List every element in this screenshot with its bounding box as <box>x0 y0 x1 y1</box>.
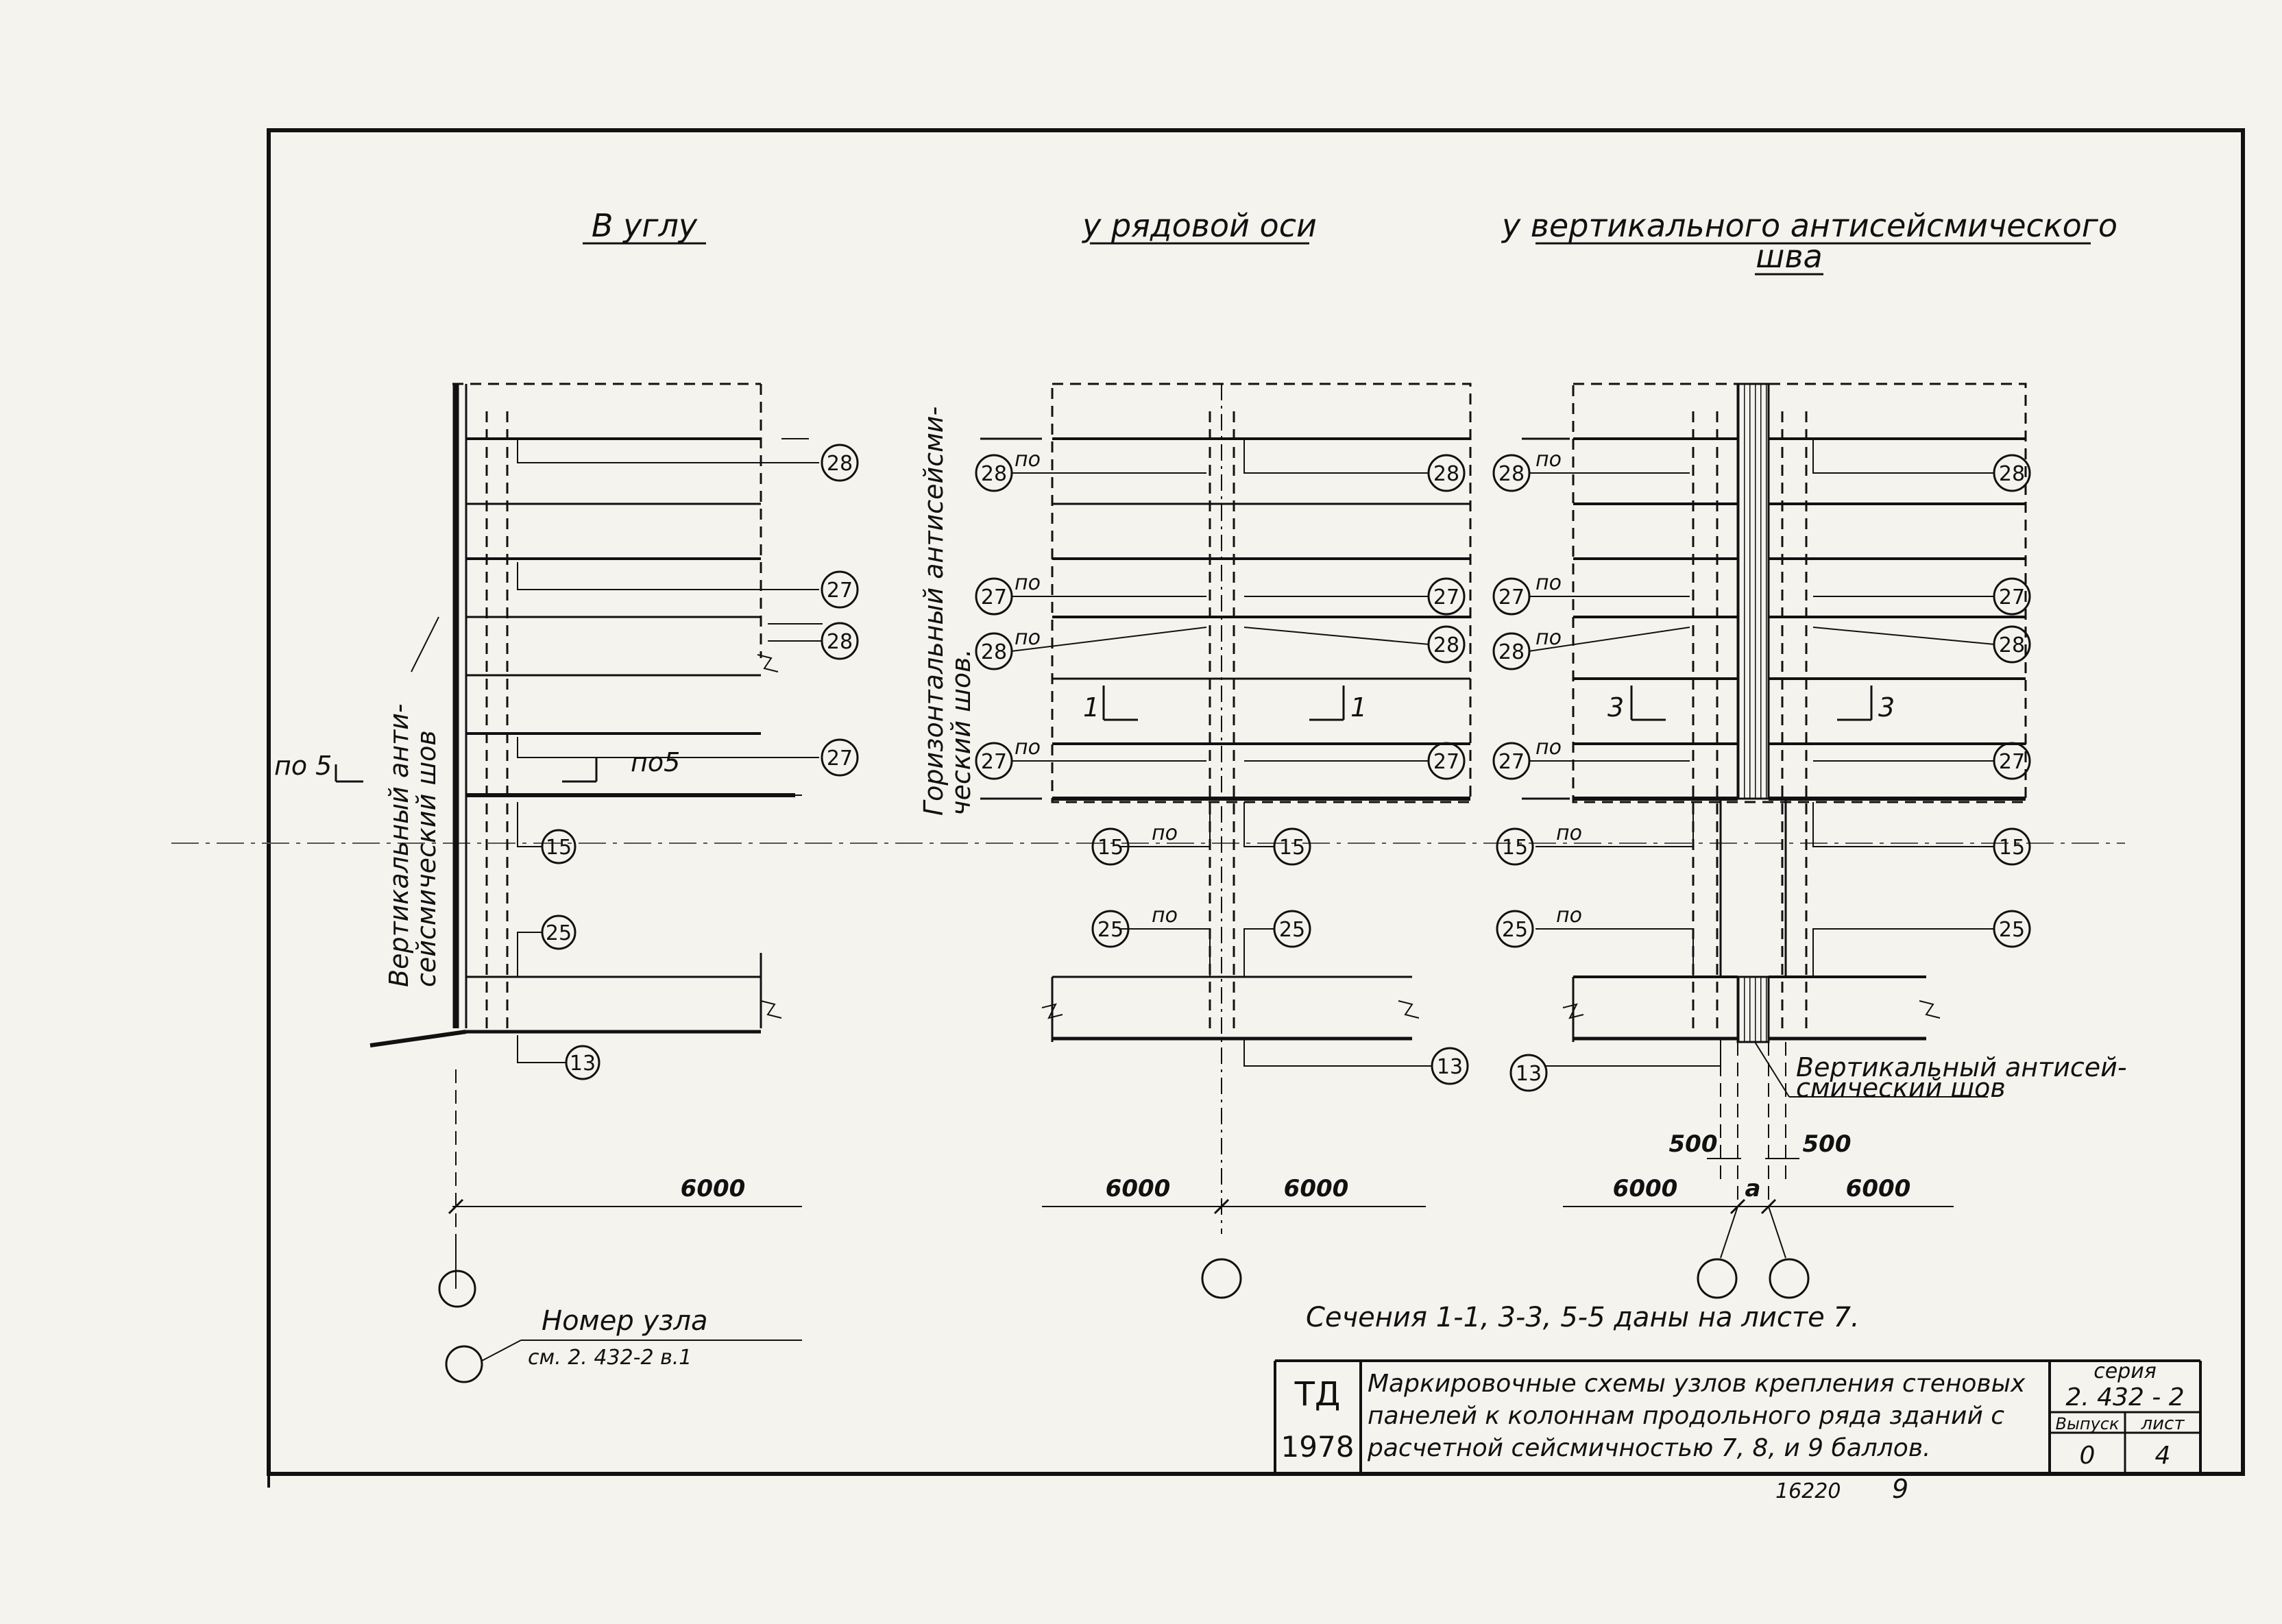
svg-text:по: по <box>1536 571 1562 595</box>
svg-text:по: по <box>1015 571 1041 595</box>
tb-td: ТД <box>1294 1375 1341 1414</box>
vertical-seam-right-1: Вертикальный антисей- <box>1796 1052 2127 1082</box>
svg-text:27: 27 <box>981 585 1007 609</box>
node-13: 13 <box>570 1052 596 1076</box>
legend-title: Номер узла <box>542 1305 707 1337</box>
svg-text:15: 15 <box>1279 836 1305 860</box>
legend: Номер узла см. 2. 432-2 в.1 <box>445 1305 802 1383</box>
nodes-seismic-seam: 28 по 27 по 28 по 27 по 15 по 25 по 13 2… <box>1492 448 2031 1092</box>
svg-text:28: 28 <box>1498 462 1525 486</box>
svg-text:15: 15 <box>1502 836 1528 860</box>
svg-text:25: 25 <box>1502 918 1528 942</box>
dim-500-left: 500 <box>1669 1130 1718 1158</box>
svg-text:по: по <box>1152 821 1178 845</box>
tb-desc-2: панелей к колоннам продольного ряда здан… <box>1368 1402 2004 1430</box>
dim-6000-row-left: 6000 <box>1106 1175 1171 1202</box>
node-28: 28 <box>827 630 853 654</box>
svg-text:27: 27 <box>981 750 1007 774</box>
nodes-corner: 28 27 28 27 15 25 13 <box>541 444 859 1080</box>
node-circle <box>821 444 859 482</box>
nodes-row-axis: 28 по 27 по 28 по 27 по 15 по 25 по 28 2… <box>975 448 1469 1085</box>
dim-6000-corner: 6000 <box>681 1175 746 1202</box>
svg-text:по: по <box>1536 626 1562 650</box>
node-27: 27 <box>827 579 853 603</box>
svg-text:15: 15 <box>1097 836 1124 860</box>
svg-text:15: 15 <box>1999 836 2025 860</box>
svg-text:28: 28 <box>981 462 1007 486</box>
vertical-seam-right-2: смический шов <box>1796 1073 2006 1103</box>
svg-text:25: 25 <box>1999 918 2025 942</box>
header-seismic-seam-1: у вертикального антисейсмического <box>1501 207 2117 244</box>
tb-year: 1978 <box>1281 1430 1355 1464</box>
node-28: 28 <box>827 452 853 476</box>
svg-text:по: по <box>1015 736 1041 760</box>
tb-desc-3: расчетной сейсмичностью 7, 8, и 9 баллов… <box>1367 1434 1930 1462</box>
dim-500-right: 500 <box>1803 1130 1852 1158</box>
svg-text:25: 25 <box>1279 918 1305 942</box>
footer-page: 9 <box>1892 1474 1908 1504</box>
node-27: 27 <box>827 747 853 771</box>
svg-text:13: 13 <box>1437 1055 1463 1079</box>
svg-text:по: по <box>1536 448 1562 472</box>
svg-text:25: 25 <box>1097 918 1124 942</box>
svg-text:28: 28 <box>1433 633 1459 657</box>
node-15: 15 <box>546 836 572 860</box>
svg-text:по: по <box>1152 904 1178 928</box>
svg-text:27: 27 <box>1999 585 2025 609</box>
svg-text:13: 13 <box>1516 1062 1542 1086</box>
vertical-seam-left-1: Вертикальный анти- <box>384 703 414 987</box>
tb-issue-label: Выпуск <box>2056 1414 2120 1433</box>
diagram-seismic-seam <box>1522 383 2027 1299</box>
svg-text:по: по <box>1536 736 1562 760</box>
legend-ref: см. 2. 432-2 в.1 <box>528 1346 692 1370</box>
svg-text:28: 28 <box>1999 633 2025 657</box>
svg-text:по: по <box>1556 821 1582 845</box>
horizontal-seam-2: ческий шов. <box>946 649 976 816</box>
footer-code: 16220 <box>1775 1479 1841 1503</box>
tb-series-label: серия <box>2093 1359 2157 1383</box>
tb-issue-value: 0 <box>2080 1442 2096 1470</box>
svg-text:по: по <box>1556 904 1582 928</box>
po5-left-label: по 5 <box>274 751 332 781</box>
dim-6000-seam-right: 6000 <box>1846 1175 1911 1202</box>
svg-text:28: 28 <box>1433 462 1459 486</box>
tb-desc-1: Маркировочные схемы узлов крепления стен… <box>1368 1370 2026 1398</box>
section-1-left: 1 <box>1083 692 1100 723</box>
horizontal-seam-1: Горизонтальный антисейсми- <box>919 407 949 816</box>
diagram-row-axis <box>980 383 1472 1299</box>
svg-text:27: 27 <box>1433 750 1459 774</box>
svg-text:28: 28 <box>1999 462 2025 486</box>
dim-a: a <box>1745 1175 1761 1202</box>
svg-text:27: 27 <box>1498 750 1525 774</box>
header-row-axis: у рядовой оси <box>1081 207 1317 244</box>
sheet-frame <box>267 128 2245 1476</box>
tb-sheet-value: 4 <box>2155 1442 2171 1470</box>
svg-text:по: по <box>1015 448 1041 472</box>
dim-6000-seam-left: 6000 <box>1613 1175 1678 1202</box>
po5-inner-label: по5 <box>631 747 680 777</box>
diagram-corner <box>335 383 823 1308</box>
section-1-right: 1 <box>1350 692 1367 723</box>
svg-text:27: 27 <box>1498 585 1525 609</box>
section-3-left: 3 <box>1607 692 1624 723</box>
node-25: 25 <box>546 921 572 945</box>
header-corner: В углу <box>592 207 698 244</box>
sections-caption: Сечения 1-1, 3-3, 5-5 даны на листе 7. <box>1306 1302 1860 1333</box>
vertical-seam-left-2: сейсмический шов <box>411 730 441 987</box>
svg-text:28: 28 <box>1498 640 1525 664</box>
section-3-right: 3 <box>1878 692 1895 723</box>
header-seismic-seam-2: шва <box>1756 238 1822 275</box>
title-block <box>1274 1359 2202 1474</box>
tb-sheet-label: лист <box>2141 1414 2185 1434</box>
svg-text:по: по <box>1015 626 1041 650</box>
tb-series-value: 2. 432 - 2 <box>2065 1383 2184 1411</box>
svg-text:28: 28 <box>981 640 1007 664</box>
svg-text:27: 27 <box>1433 585 1459 609</box>
svg-text:27: 27 <box>1999 750 2025 774</box>
dim-6000-row-right: 6000 <box>1284 1175 1349 1202</box>
